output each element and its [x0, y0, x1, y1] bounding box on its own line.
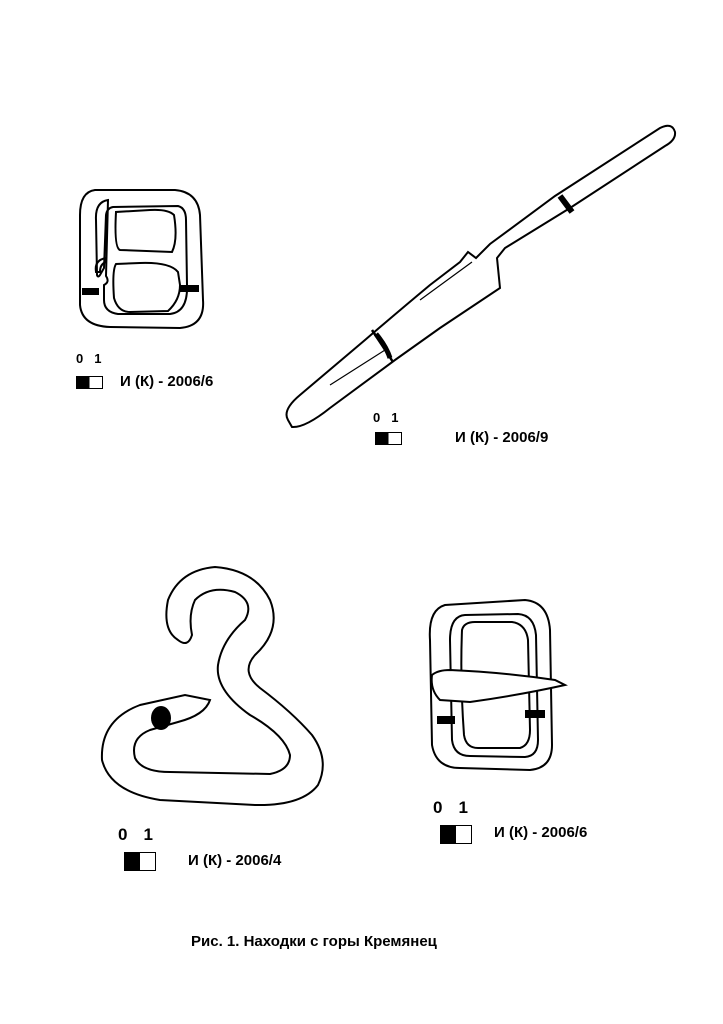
figure-caption: Рис. 1. Находки с горы Кремянец [191, 933, 437, 950]
scale-min: 0 [76, 351, 84, 366]
scale-min: 0 [118, 825, 128, 844]
hook-drawing [100, 565, 324, 807]
figure-label: И (К) - 2006/4 [188, 852, 282, 869]
scale-max: 1 [391, 410, 399, 425]
scale-min: 0 [433, 798, 443, 817]
scale-bar [440, 825, 472, 844]
scale-max: 1 [143, 825, 153, 844]
scale-bar [124, 852, 156, 871]
buckle-drawing-bottom-right [428, 598, 568, 772]
buckle-drawing-top-left [79, 189, 205, 330]
scale-min: 0 [373, 410, 381, 425]
scale-max: 1 [458, 798, 468, 817]
scale-bar [375, 432, 402, 445]
scale-max: 1 [94, 351, 102, 366]
figure-label: И (К) - 2006/6 [494, 824, 588, 841]
figure-label: И (К) - 2006/6 [120, 373, 214, 390]
scale-bar [76, 376, 103, 389]
figure-label: И (К) - 2006/9 [455, 429, 549, 446]
knife-drawing [285, 124, 677, 429]
